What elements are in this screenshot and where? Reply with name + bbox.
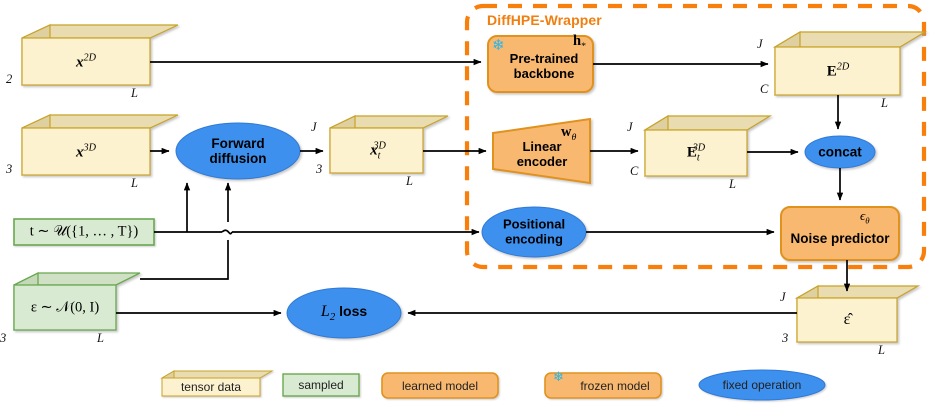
- legend-frozen-model-swatch: [544, 372, 662, 399]
- wire-hop-arc: [221, 229, 233, 235]
- model-pretrained-backbone: [487, 35, 594, 93]
- op-l2-loss: [286, 287, 402, 339]
- sampled-epsilon-box: [13, 271, 141, 332]
- tensor-x2d: [21, 24, 179, 86]
- tensor-e2d: [772, 30, 928, 97]
- wire-epsilon-to-forward-diffusion: [140, 183, 228, 280]
- model-linear-encoder: [492, 117, 591, 185]
- tensor-x3d: [21, 114, 179, 176]
- tensor-epsilon-hat: [794, 284, 921, 344]
- legend-learned-model-swatch: [381, 372, 499, 399]
- sampled-t-box: [13, 218, 155, 246]
- op-forward-diffusion: [175, 122, 301, 180]
- model-noise-predictor: [780, 206, 900, 261]
- op-positional-encoding: [481, 206, 587, 258]
- legend-sampled-swatch: [282, 373, 360, 397]
- legend-svg: [160, 369, 826, 401]
- diffhpe-wrapper-box: [464, 3, 927, 270]
- tensor-et3d: [642, 114, 773, 178]
- legend-tensor-data-swatch: [160, 370, 274, 397]
- op-concat: [804, 135, 876, 169]
- legend-fixed-operation-swatch: [698, 369, 826, 401]
- tensor-xt3d: [329, 115, 449, 174]
